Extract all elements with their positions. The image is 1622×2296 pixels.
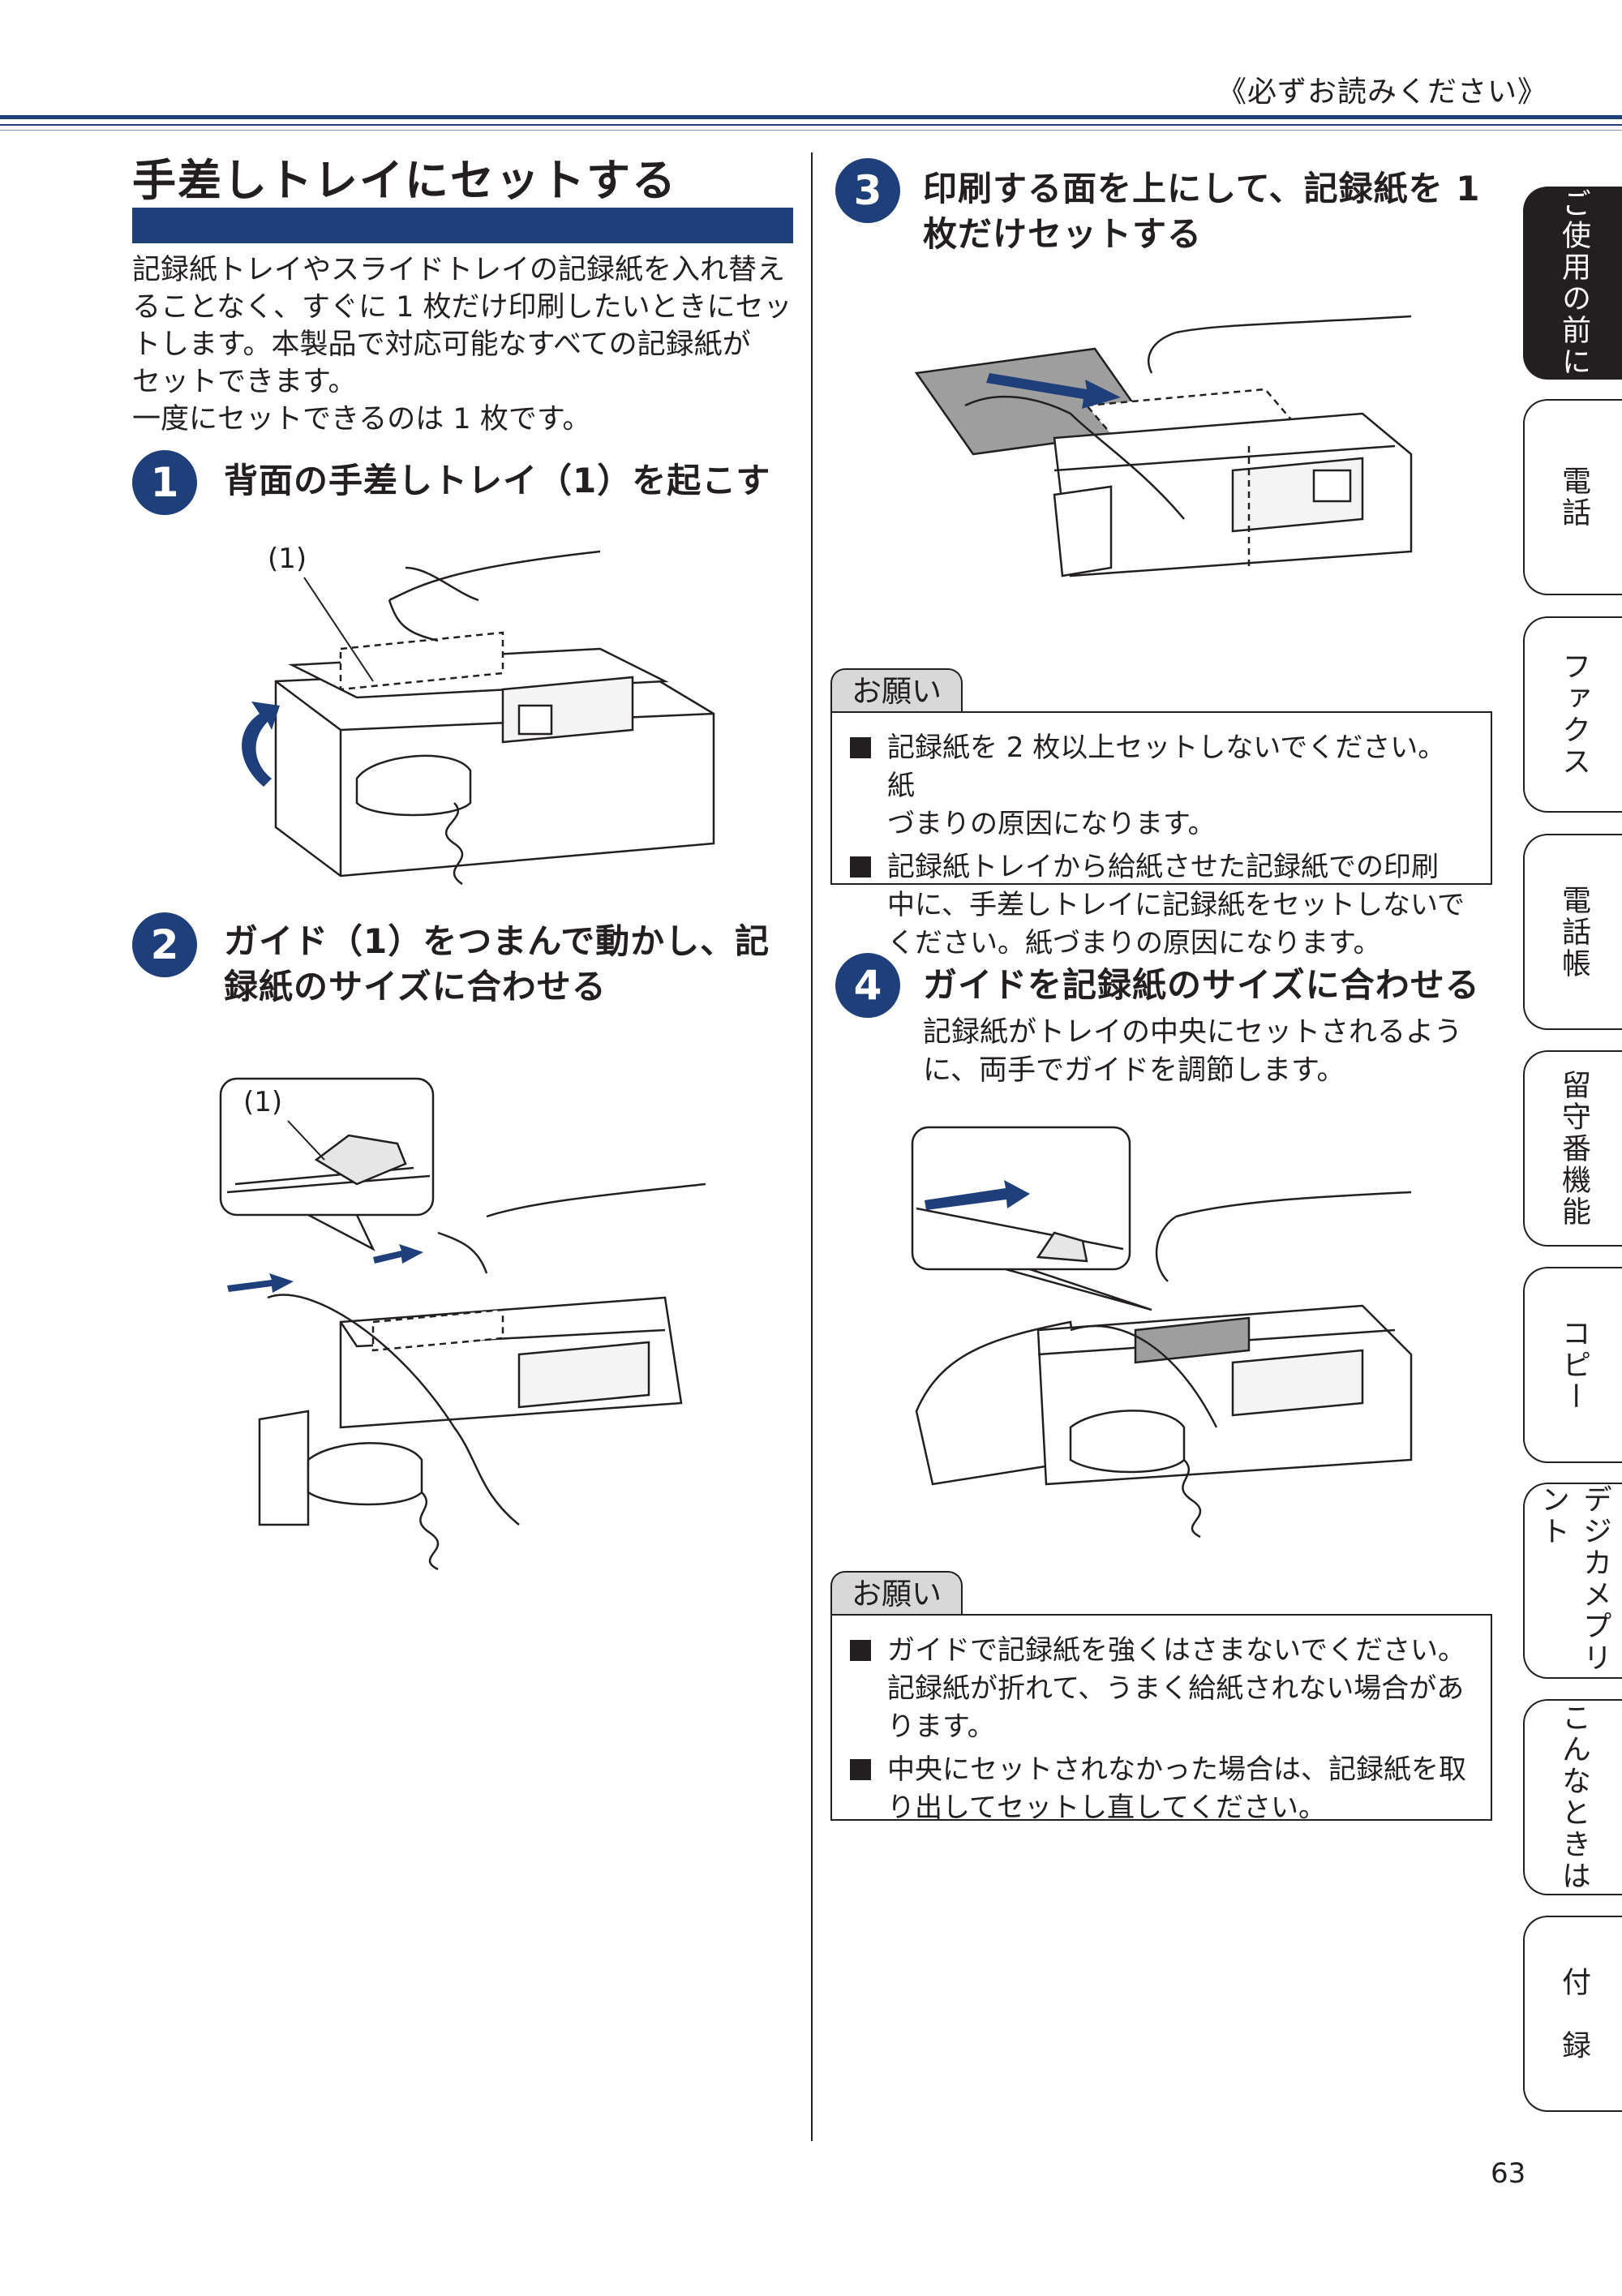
notice-2-box: ガイドで記録紙を強くはさまないでください。 記録紙が折れて、うまく給紙されない場… [830,1614,1492,1824]
step-4-illustration [911,1126,1413,1539]
side-tab-appendix[interactable]: 付 録 [1523,1916,1622,2112]
side-tab-label: 電話帳 [1557,884,1590,980]
header-rule-thin [0,124,1622,126]
side-tab-telephone[interactable]: 電話 [1523,399,1622,595]
step-4-description: 記録紙がトレイの中央にセットされるよう に、両手でガイドを調節します。 [923,1014,1462,1090]
notice-line: 記録紙を 2 枚以上セットしないでください。紙 [887,732,1446,802]
notice-item: 記録紙トレイから給紙させた記録紙での印刷 中に、手差しトレイに記録紙をセットしな… [850,848,1473,963]
side-tab-phonebook[interactable]: 電話帳 [1523,834,1622,1030]
step-1-callout: (1) [268,543,307,575]
step-2-title-line: 録紙のサイズに合わせる [224,967,607,1006]
notice-item: ガイドで記録紙を強くはさまないでください。 記録紙が折れて、うまく給紙されない場… [850,1632,1473,1746]
notice-line: 中に、手差しトレイに記録紙をセットしないで [887,889,1465,921]
intro-line: 記録紙トレイやスライドトレイの記録紙を入れ替え [132,254,786,286]
step-1-title: 背面の手差しトレイ（1）を起こす [224,458,770,504]
notice-item: 中央にセットされなかった場合は、記録紙を取 り出してセットし直してください。 [850,1751,1473,1827]
intro-line: 一度にセットできるのは 1 枚です。 [132,403,591,436]
section-title-bar [132,208,793,243]
step-4-desc-line: 記録紙がトレイの中央にセットされるよう [923,1016,1463,1049]
step-1-title-line: 背面の手差しトレイ（1）を起こす [224,461,771,500]
notice-line: ください。紙づまりの原因になります。 [887,927,1381,959]
step-1-number: 1 [132,450,197,515]
notice-line: 中央にセットされなかった場合は、記録紙を取 [887,1753,1466,1786]
side-tab-fax[interactable]: ファクス [1523,616,1622,813]
step-1-illustration: (1) [242,543,715,886]
left-right-arrow-icon [373,1244,423,1264]
column-divider [811,152,813,2141]
side-tab-photo-print[interactable]: デジカメプリント [1523,1483,1622,1679]
side-tab-copy[interactable]: コピー [1523,1267,1622,1463]
side-tab-label: 付 録 [1557,1966,1590,2062]
notice-line: 記録紙トレイから給紙させた記録紙での印刷 [887,851,1439,883]
intro-line: ることなく、すぐに 1 枚だけ印刷したいときにセッ [132,291,792,324]
step-3-title-line: 印刷する面を上にして、記録紙を 1 [923,169,1481,208]
step-4-number: 4 [835,953,900,1018]
bullet-square-icon [850,856,871,878]
side-tab-label: ご使用の前に [1557,188,1590,378]
side-tab-label: ファクス [1557,651,1590,778]
notice-line: り出してセットし直してください。 [887,1792,1326,1824]
header-rule-light [0,130,1622,131]
intro-line: セットできます。 [132,366,357,398]
left-right-arrow-icon [227,1273,294,1293]
header-note: 《必ずお読みください》 [1216,75,1547,109]
step-4-desc-line: に、両手でガイドを調節します。 [923,1054,1345,1087]
section-intro: 記録紙トレイやスライドトレイの記録紙を入れ替え ることなく、すぐに 1 枚だけ印… [132,251,797,438]
step-3-title-line: 枚だけセットする [923,214,1203,254]
section-title: 手差しトレイにセットする [132,155,677,206]
step-3-title: 印刷する面を上にして、記録紙を 1 枚だけセットする [923,166,1481,257]
insert-arrow-icon [986,373,1121,409]
side-tab-label: コピー [1557,1317,1590,1413]
side-tab-label: デジカメプリント [1536,1484,1611,1674]
step-3-number: 3 [835,158,900,223]
header-rule [0,115,1622,119]
step-4-title-line: ガイドを記録紙のサイズに合わせる [923,965,1480,1005]
notice-line: 記録紙が折れて、うまく給紙されない場合があ [887,1672,1465,1705]
side-tab-label: こんなときは [1557,1702,1590,1892]
step-3-illustration [914,315,1413,577]
step-2-number: 2 [132,912,197,977]
notice-line: づまりの原因になります。 [887,808,1216,840]
bullet-square-icon [850,737,871,758]
step-4-title: ガイドを記録紙のサイズに合わせる [923,963,1480,1008]
page-number: 63 [1491,2157,1526,2190]
notice-2-label: お願い [830,1571,963,1615]
intro-line: トします。本製品で対応可能なすべての記録紙が [132,328,751,361]
notice-line: ります。 [887,1710,995,1743]
up-arrow-icon [242,702,280,787]
step-2-title-line: ガイド（1）をつまんで動かし、記 [224,921,770,961]
notice-line: ガイドで記録紙を強くはさまないでください。 [887,1634,1465,1667]
left-right-arrow-icon [925,1180,1030,1210]
side-tab-label: 電話 [1557,466,1590,529]
bullet-square-icon [850,1759,871,1780]
step-2-callout: (1) [243,1086,282,1118]
step-2-title: ガイド（1）をつまんで動かし、記 録紙のサイズに合わせる [224,919,770,1010]
step-2-illustration: (1) [219,1077,706,1571]
notice-1-label: お願い [830,668,963,712]
notice-item: 記録紙を 2 枚以上セットしないでください。紙 づまりの原因になります。 [850,729,1473,843]
side-tab-troubleshooting[interactable]: こんなときは [1523,1699,1622,1895]
side-tab-answering[interactable]: 留守番機能 [1523,1050,1622,1247]
side-tab-before-use[interactable]: ご使用の前に [1523,187,1622,380]
bullet-square-icon [850,1640,871,1661]
notice-1-box: 記録紙を 2 枚以上セットしないでください。紙 づまりの原因になります。 記録紙… [830,711,1492,959]
side-tab-label: 留守番機能 [1557,1069,1590,1228]
